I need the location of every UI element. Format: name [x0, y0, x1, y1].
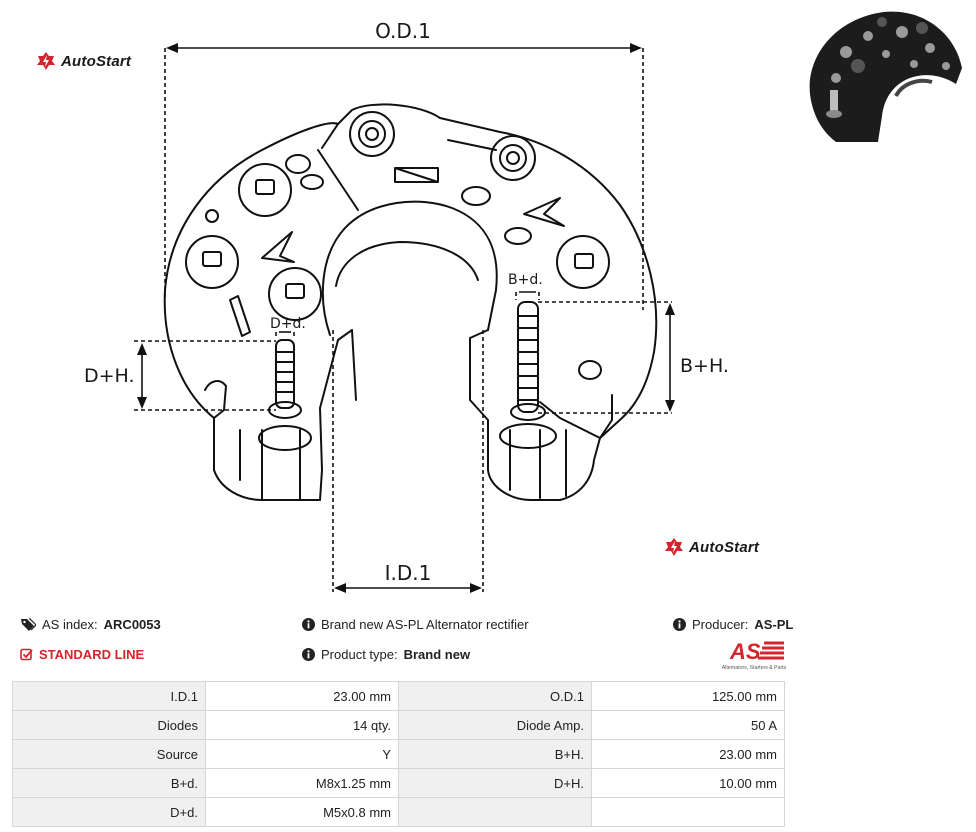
product-type-label: Product type: — [321, 647, 398, 662]
spec-value: 23.00 mm — [591, 739, 785, 769]
rectifier-inner-cutout — [321, 200, 498, 336]
spec-label: O.D.1 — [398, 681, 592, 711]
table-row: Source Y B+H. 23.00 mm — [12, 739, 785, 769]
tags-icon — [21, 617, 36, 631]
spec-value: 125.00 mm — [591, 681, 785, 711]
producer-label: Producer: — [692, 617, 749, 632]
autostart-logo-icon — [665, 538, 683, 556]
spec-value: M8x1.25 mm — [205, 768, 399, 798]
spec-label: D+d. — [12, 797, 206, 827]
brand-logo-top: AutoStart — [36, 51, 131, 71]
spec-value: M5x0.8 mm — [205, 797, 399, 827]
producer-row: Producer: AS-PL — [673, 617, 793, 632]
right-bolt — [499, 301, 557, 449]
bd-dimension-label: B+d. — [508, 272, 543, 288]
specification-table: I.D.1 23.00 mm O.D.1 125.00 mm Diodes 14… — [12, 681, 785, 827]
table-row: Diodes 14 qty. Diode Amp. 50 A — [12, 710, 785, 740]
spec-label: Diodes — [12, 710, 206, 740]
spec-label: D+H. — [398, 768, 592, 798]
description-text: Brand new AS-PL Alternator rectifier — [321, 617, 529, 632]
standard-line-badge: STANDARD LINE — [20, 647, 144, 662]
spec-label: Diode Amp. — [398, 710, 592, 740]
brand-logo-bottom: AutoStart — [664, 537, 759, 557]
spec-value: 23.00 mm — [205, 681, 399, 711]
left-mount-block — [213, 329, 357, 501]
rectifier-body-outline — [163, 103, 658, 439]
info-circle-icon — [302, 648, 315, 661]
product-type-value: Brand new — [403, 647, 471, 662]
product-thumbnail[interactable] — [806, 6, 964, 142]
as-index-label: AS index: — [42, 617, 98, 632]
description-row: Brand new AS-PL Alternator rectifier — [302, 617, 529, 632]
spec-label: Source — [12, 739, 206, 769]
id-dimension-label: I.D.1 — [385, 561, 432, 585]
as-index-row: AS index: ARC0053 — [20, 617, 161, 632]
check-square-icon — [20, 648, 33, 661]
producer-value: AS-PL — [754, 617, 794, 632]
right-mount-block — [469, 329, 601, 501]
dd-dimension-label: D+d. — [270, 316, 306, 332]
producer-logo-sub: Alternators, Starters & Parts — [722, 665, 787, 671]
table-row: B+d. M8x1.25 mm D+H. 10.00 mm — [12, 768, 785, 798]
spec-label: B+d. — [12, 768, 206, 798]
dh-dimension-label: D+H. — [84, 365, 135, 387]
info-circle-icon — [302, 618, 315, 631]
spec-value: 10.00 mm — [591, 768, 785, 798]
standard-line-text: STANDARD LINE — [39, 647, 145, 662]
spec-label: I.D.1 — [12, 681, 206, 711]
spec-value: 50 A — [591, 710, 785, 740]
left-bolt — [258, 339, 312, 451]
product-type-row: Product type: Brand new — [302, 647, 470, 662]
brand-logo-text: AutoStart — [61, 52, 132, 70]
spec-label: B+H. — [398, 739, 592, 769]
spec-value: 14 qty. — [205, 710, 399, 740]
rectifier-diagram: O.D.1 I.D.1 D+H. B+H. B+d. D+d. — [84, 19, 729, 593]
producer-logo[interactable]: AS Alternators, Starters & Parts — [716, 637, 792, 671]
spec-label — [398, 797, 592, 827]
table-row: I.D.1 23.00 mm O.D.1 125.00 mm — [12, 681, 785, 711]
od-dimension-label: O.D.1 — [375, 19, 431, 43]
as-index-value: ARC0053 — [103, 617, 161, 632]
info-circle-icon — [673, 618, 686, 631]
brand-logo-text: AutoStart — [689, 538, 760, 556]
producer-logo-text: AS — [729, 639, 761, 664]
autostart-logo-icon — [37, 52, 55, 70]
spec-value: Y — [205, 739, 399, 769]
bh-dimension-label: B+H. — [680, 355, 729, 377]
table-row: D+d. M5x0.8 mm — [12, 797, 785, 827]
spec-value — [591, 797, 785, 827]
